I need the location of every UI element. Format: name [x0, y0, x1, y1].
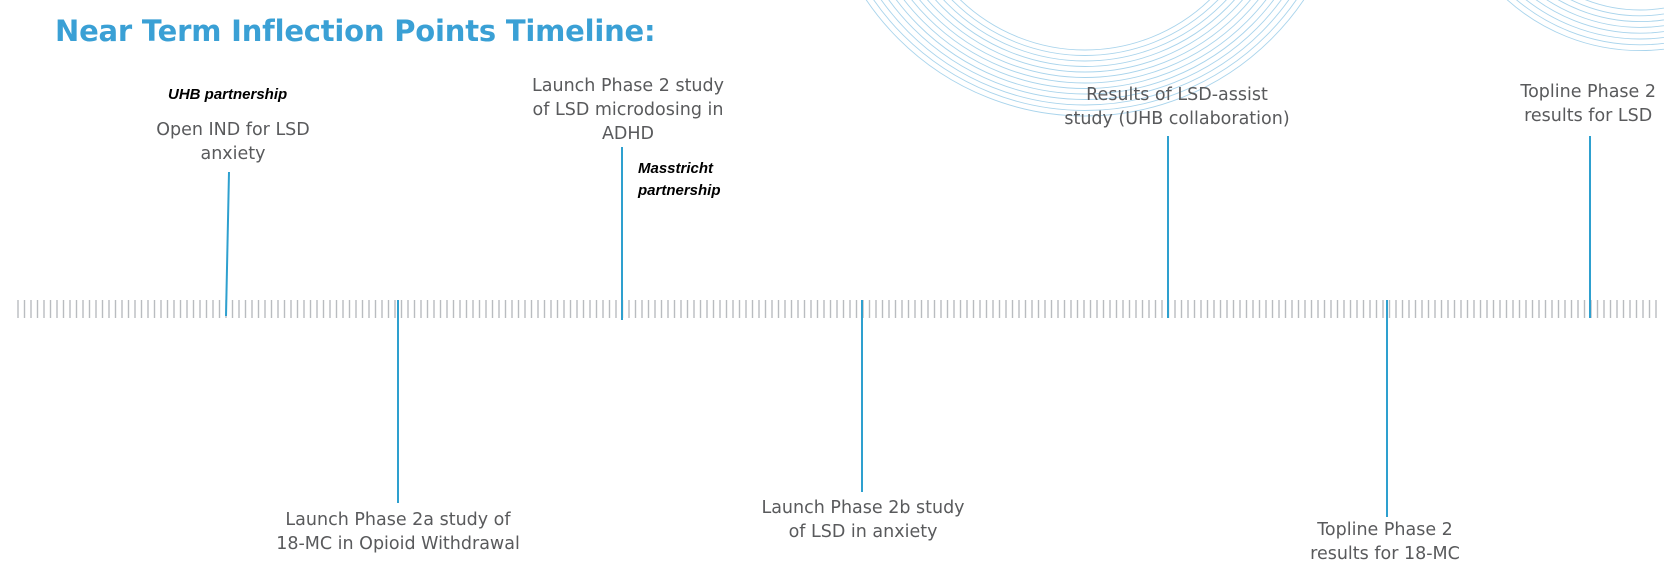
decorative-arc [880, 0, 1290, 106]
decorative-arc [1516, 0, 1664, 46]
milestone-1-line-2: anxiety [200, 144, 266, 164]
milestone-7-line-2: results for LSD [1524, 106, 1653, 126]
decorative-arc [873, 0, 1297, 111]
timeline-ticks [17, 300, 1657, 318]
milestone-6-line-1: Topline Phase 2 [1317, 520, 1453, 540]
decorative-arc [959, 0, 1211, 51]
decorative-arc [1557, 0, 1664, 23]
decorative-arc [943, 0, 1227, 62]
decorative-arc [1570, 0, 1664, 17]
milestone-2-line-1: Launch Phase 2a study of [285, 510, 511, 530]
milestone-3-label: Launch Phase 2 study of LSD microdosing … [532, 74, 724, 146]
page-title: Near Term Inflection Points Timeline: [55, 14, 656, 48]
milestone-6-label: Topline Phase 2 results for 18-MC [1310, 518, 1460, 566]
arc-group-right [1506, 0, 1664, 51]
decorative-arc [927, 0, 1243, 73]
milestone-4-line-2: of LSD in anxiety [788, 522, 938, 542]
milestone-6-line-2: results for 18-MC [1310, 544, 1460, 564]
milestone-1-label: Open IND for LSD anxiety [156, 118, 310, 166]
timeline-connectors [225, 136, 1591, 517]
milestone-3-line-1: Launch Phase 2 study [532, 76, 724, 96]
decorative-arc [888, 0, 1282, 100]
decorative-arc [1525, 0, 1664, 40]
decorative-arc [1546, 0, 1664, 28]
milestone-4-line-1: Launch Phase 2b study [761, 498, 965, 518]
milestone-2-label: Launch Phase 2a study of 18-MC in Opioid… [276, 508, 520, 556]
milestone-5-line-1: Results of LSD-assist [1086, 85, 1268, 105]
milestone-4-label: Launch Phase 2b study of LSD in anxiety [761, 496, 964, 544]
milestone-3-tag: Masstricht partnership [638, 158, 721, 202]
arc-group-left [865, 0, 1305, 117]
milestone-3-tag-line-1: Masstricht [638, 160, 714, 177]
milestone-2-line-2: 18-MC in Opioid Withdrawal [276, 534, 520, 554]
milestone-1-tag: UHB partnership [168, 86, 288, 103]
milestone-3-line-2: of LSD microdosing in [532, 100, 724, 120]
decorative-arc [911, 0, 1259, 84]
milestone-1-line-1: Open IND for LSD [156, 120, 310, 140]
decorative-arc [1584, 0, 1664, 11]
decorative-arc [896, 0, 1274, 95]
decorative-arc [903, 0, 1267, 89]
decorative-arc [865, 0, 1305, 117]
milestone-7-line-1: Topline Phase 2 [1520, 82, 1656, 102]
decorative-arc [919, 0, 1251, 78]
decorative-arc [1506, 0, 1664, 51]
milestone-3-tag-line-2: partnership [638, 182, 721, 199]
milestone-5-label: Results of LSD-assist study (UHB collabo… [1064, 83, 1289, 131]
milestone-5-line-2: study (UHB collaboration) [1064, 109, 1290, 129]
milestone-connector [225, 171, 230, 317]
decorative-arc [951, 0, 1219, 56]
decorative-arc [935, 0, 1235, 67]
milestone-3-line-3: ADHD [601, 124, 655, 144]
decorative-arc [1535, 0, 1664, 34]
milestone-7-label: Topline Phase 2 results for LSD [1520, 80, 1656, 128]
